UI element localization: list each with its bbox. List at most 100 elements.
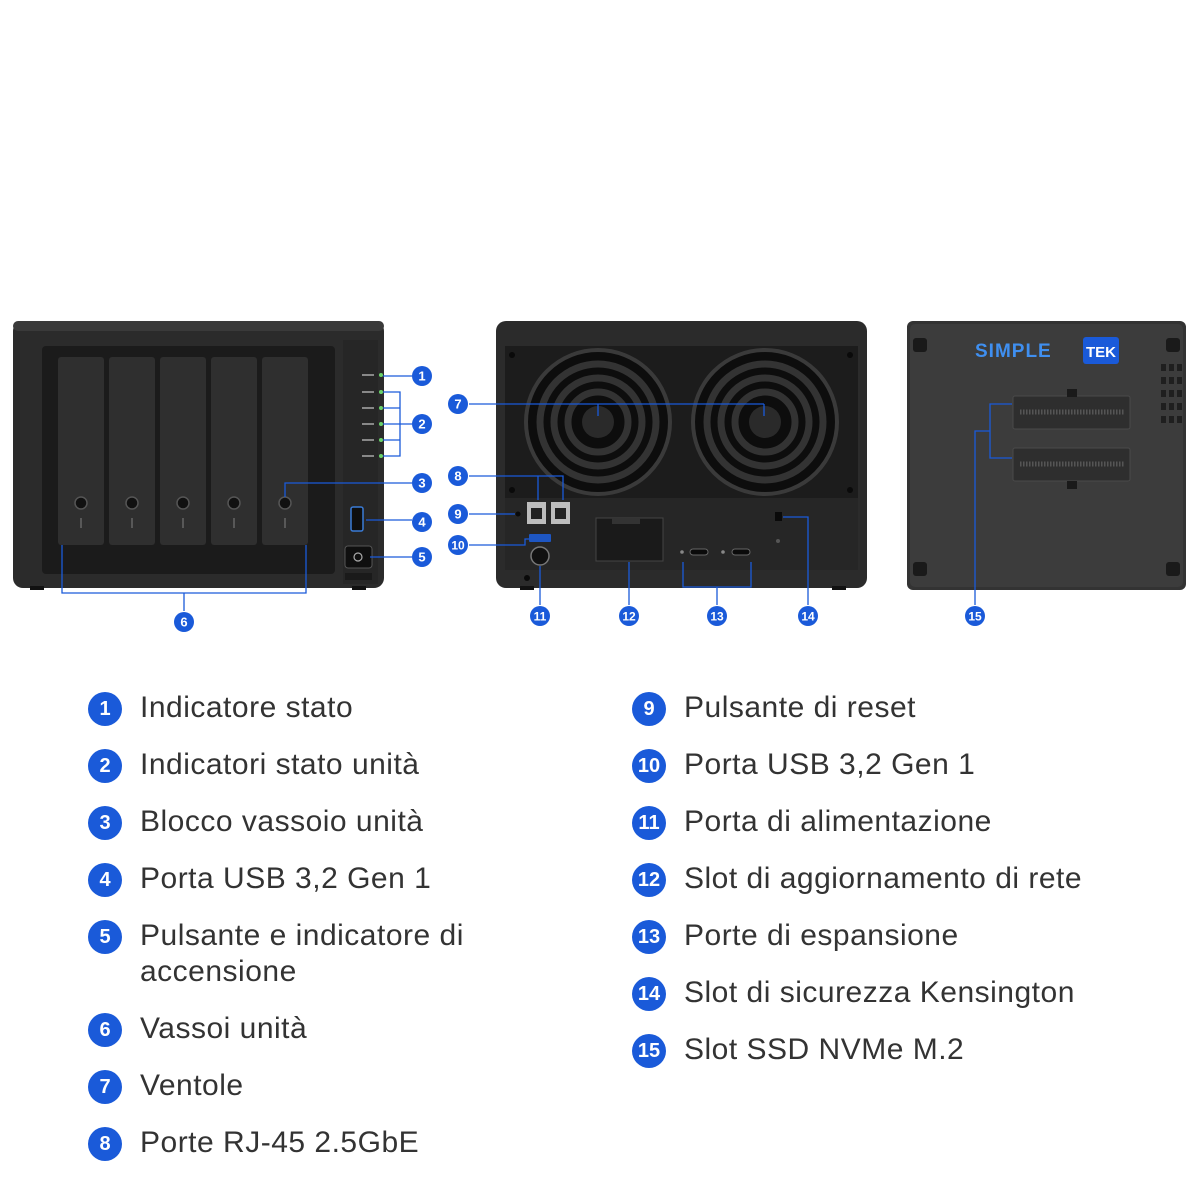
legend-item: 7 Ventole (88, 1068, 558, 1104)
legend-item: 5 Pulsante e indicatore di accensione (88, 918, 558, 990)
svg-text:15: 15 (968, 610, 982, 624)
legend-number: 14 (632, 977, 666, 1011)
svg-text:8: 8 (454, 469, 461, 484)
callout-6: 6 (174, 612, 194, 632)
legend-label: Vassoi unità (140, 1012, 308, 1045)
svg-text:9: 9 (454, 507, 461, 522)
legend-number: 5 (88, 920, 122, 954)
svg-text:1: 1 (418, 369, 425, 384)
svg-text:12: 12 (622, 610, 636, 624)
legend-item: 2 Indicatori stato unità (88, 747, 558, 783)
m2-slot-bottom (1012, 447, 1131, 489)
status-leds (362, 373, 383, 458)
vent-grille (1161, 364, 1182, 423)
svg-text:10: 10 (451, 539, 465, 553)
legend-number: 1 (88, 692, 122, 726)
legend-item: 13 Porte di espansione (632, 918, 1172, 954)
legend-item: 1 Indicatore stato (88, 690, 558, 726)
legend-item: 9 Pulsante di reset (632, 690, 1172, 726)
svg-text:13: 13 (710, 610, 724, 624)
callout-12: 12 (619, 606, 639, 626)
callout-14: 14 (798, 606, 818, 626)
drive-trays (58, 357, 308, 545)
svg-text:6: 6 (180, 615, 187, 630)
power-button (344, 545, 373, 569)
simpletek-logo: SIMPLE TEK (975, 337, 1119, 364)
legend-label: Blocco vassoio unità (140, 805, 424, 838)
legend-item: 6 Vassoi unità (88, 1011, 558, 1047)
rj45-ports (527, 502, 570, 524)
callout-8: 8 (448, 466, 468, 486)
front-view (13, 321, 384, 590)
legend-label: Pulsante di reset (684, 691, 916, 724)
legend-item: 8 Porte RJ-45 2.5GbE (88, 1125, 558, 1161)
legend-label: Slot di sicurezza Kensington (684, 976, 1075, 1009)
rear-usb-port (529, 534, 551, 542)
legend-number: 8 (88, 1127, 122, 1161)
callout-2: 2 (412, 414, 432, 434)
legend-number: 11 (632, 806, 666, 840)
legend-number: 13 (632, 920, 666, 954)
network-upgrade-slot (595, 517, 664, 562)
legend-label: Porte di espansione (684, 919, 959, 952)
legend-number: 2 (88, 749, 122, 783)
legend-label: Porta USB 3,2 Gen 1 (684, 748, 976, 781)
legend-number: 9 (632, 692, 666, 726)
callout-4: 4 (412, 512, 432, 532)
callout-badges: 1 2 3 4 5 6 7 8 9 10 11 12 13 14 15 (174, 366, 985, 632)
front-usb-port (350, 506, 364, 532)
legend-item: 11 Porta di alimentazione (632, 804, 1172, 840)
legend-label: Pulsante e indicatore di accensione (140, 919, 464, 988)
svg-text:4: 4 (418, 515, 426, 530)
callout-9: 9 (448, 504, 468, 524)
svg-text:SIMPLE: SIMPLE (975, 341, 1052, 362)
legend-number: 4 (88, 863, 122, 897)
svg-text:2: 2 (418, 417, 425, 432)
bottom-view: SIMPLE TEK (907, 321, 1186, 590)
legend-label: Porta di alimentazione (684, 805, 992, 838)
callout-7: 7 (448, 394, 468, 414)
callout-11: 11 (530, 606, 550, 626)
m2-slot-top (1012, 389, 1131, 430)
legend-label: Porte RJ-45 2.5GbE (140, 1126, 420, 1159)
fan-right (691, 348, 839, 496)
svg-text:5: 5 (418, 550, 425, 565)
svg-text:14: 14 (801, 610, 815, 624)
legend-number: 3 (88, 806, 122, 840)
legend-number: 7 (88, 1070, 122, 1104)
legend-number: 15 (632, 1034, 666, 1068)
legend-item: 10 Porta USB 3,2 Gen 1 (632, 747, 1172, 783)
svg-text:11: 11 (534, 610, 547, 624)
callout-1: 1 (412, 366, 432, 386)
kensington-slot (775, 512, 782, 521)
legend-label: Ventole (140, 1069, 244, 1102)
legend-number: 6 (88, 1013, 122, 1047)
rear-view (496, 321, 867, 590)
callout-15: 15 (965, 606, 985, 626)
legend-right: 9 Pulsante di reset 10 Porta USB 3,2 Gen 1… (632, 690, 1172, 1089)
legend-number: 10 (632, 749, 666, 783)
expansion-ports (680, 548, 751, 556)
legend-number: 12 (632, 863, 666, 897)
leader-lines (61, 375, 1012, 611)
svg-text:3: 3 (418, 476, 425, 491)
callout-10: 10 (448, 535, 468, 555)
legend-label: Indicatore stato (140, 691, 354, 724)
callout-13: 13 (707, 606, 727, 626)
legend-label: Slot SSD NVMe M.2 (684, 1033, 965, 1066)
callout-3: 3 (412, 473, 432, 493)
legend-label: Porta USB 3,2 Gen 1 (140, 862, 432, 895)
legend-item: 3 Blocco vassoio unità (88, 804, 558, 840)
legend-item: 14 Slot di sicurezza Kensington (632, 975, 1172, 1011)
power-port (530, 546, 550, 566)
callout-5: 5 (412, 547, 432, 567)
svg-text:TEK: TEK (1086, 344, 1116, 361)
legend-item: 15 Slot SSD NVMe M.2 (632, 1032, 1172, 1068)
legend-item: 4 Porta USB 3,2 Gen 1 (88, 861, 558, 897)
legend-label: Indicatori stato unità (140, 748, 420, 781)
nas-diagram: SIMPLE TEK (13, 321, 1186, 632)
legend-left: 1 Indicatore stato 2 Indicatori stato unit… (88, 690, 558, 1182)
fan-left (524, 348, 672, 496)
svg-text:7: 7 (454, 397, 461, 412)
